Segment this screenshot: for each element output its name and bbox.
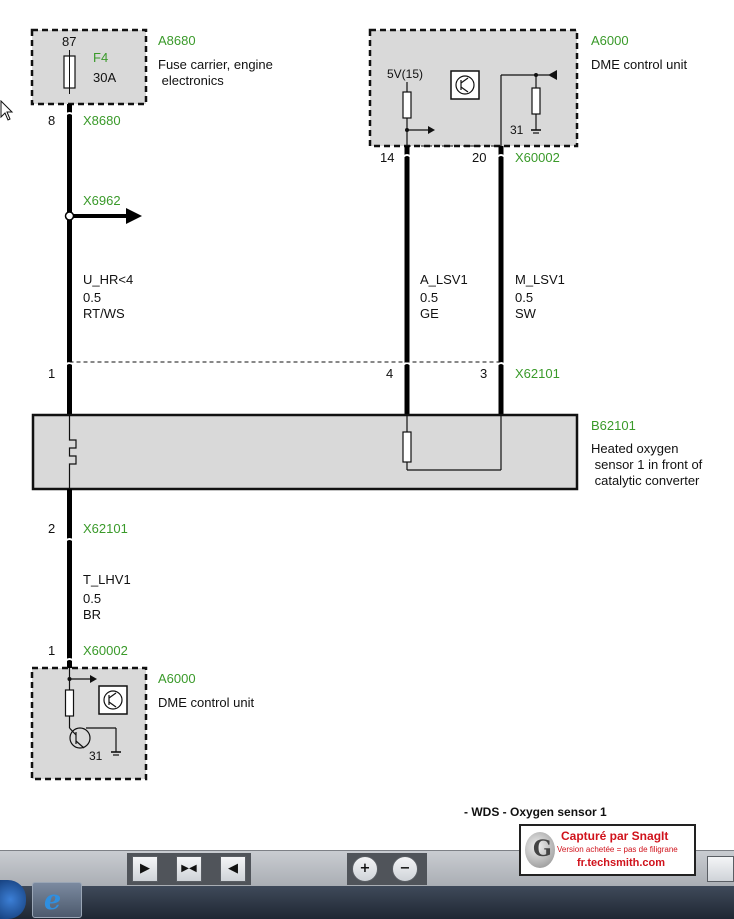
fuse-id: F4 bbox=[93, 50, 108, 65]
dme-top-pin-b: 20 bbox=[472, 150, 486, 165]
wire-4-name: T_LHV1 bbox=[83, 572, 131, 587]
fuse-connector-id: X8680 bbox=[83, 113, 121, 128]
wire-2-color: GE bbox=[420, 306, 439, 321]
sensor-pin-3: 3 bbox=[480, 366, 487, 381]
snagit-logo-icon: G bbox=[525, 832, 555, 868]
mouse-cursor-icon bbox=[0, 100, 14, 121]
windows-taskbar bbox=[0, 886, 734, 919]
scroll-right-button[interactable] bbox=[707, 856, 734, 882]
wire-1-size: 0.5 bbox=[83, 290, 101, 305]
start-button[interactable] bbox=[0, 880, 26, 919]
fuse-out-pin: 8 bbox=[48, 113, 55, 128]
split-view-button[interactable]: ▶◀ bbox=[176, 856, 202, 882]
ie-icon: e bbox=[44, 885, 62, 916]
watermark-line-2: Version achetée = pas de filigrane bbox=[557, 845, 678, 854]
dme-bottom-ground: 31 bbox=[89, 749, 103, 763]
dme-bottom-id: A6000 bbox=[158, 671, 196, 686]
wire-a-lsv1[interactable] bbox=[400, 146, 414, 415]
dme-top-desc: DME control unit bbox=[591, 57, 687, 72]
wire-2-name: A_LSV1 bbox=[420, 272, 468, 287]
dme-top-ground: 31 bbox=[510, 123, 524, 137]
sensor-bottom-connector: X62101 bbox=[83, 521, 128, 536]
sensor-bottom-pin: 2 bbox=[48, 521, 55, 536]
wire-u-hr[interactable] bbox=[62, 104, 77, 415]
wire-3-name: M_LSV1 bbox=[515, 272, 565, 287]
fuse-carrier-id: A8680 bbox=[158, 33, 196, 48]
diagram-title: - WDS - Oxygen sensor 1 bbox=[464, 805, 607, 819]
wire-4-size: 0.5 bbox=[83, 591, 101, 606]
dme-top-id: A6000 bbox=[591, 33, 629, 48]
fuse-carrier-desc-1: Fuse carrier, engine bbox=[158, 57, 273, 72]
wire-m-lsv1[interactable] bbox=[494, 146, 508, 415]
dme-bottom-connector: X60002 bbox=[83, 643, 128, 658]
dme-control-unit-top[interactable] bbox=[368, 28, 579, 148]
fuse-in-pin: 87 bbox=[62, 34, 76, 49]
watermark-line-1: Capturé par SnagIt bbox=[561, 829, 669, 843]
sensor-desc-2: sensor 1 in front of bbox=[591, 457, 703, 472]
dme-top-supply: 5V(15) bbox=[387, 67, 423, 81]
watermark-line-3: fr.techsmith.com bbox=[577, 857, 666, 869]
previous-page-button[interactable]: ◀ bbox=[220, 856, 246, 882]
splice-id: X6962 bbox=[83, 193, 121, 208]
internet-explorer-taskbar-button[interactable]: e bbox=[32, 882, 82, 918]
wire-4-color: BR bbox=[83, 607, 101, 622]
oxygen-sensor[interactable] bbox=[31, 413, 579, 491]
sensor-pin-1: 1 bbox=[48, 366, 55, 381]
wire-1-name: U_HR<4 bbox=[83, 272, 133, 287]
sensor-id: B62101 bbox=[591, 418, 636, 433]
dme-top-connector: X60002 bbox=[515, 150, 560, 165]
sensor-desc-3: catalytic converter bbox=[591, 473, 700, 488]
wire-1-color: RT/WS bbox=[83, 306, 125, 321]
wire-2-size: 0.5 bbox=[420, 290, 438, 305]
wire-3-color: SW bbox=[515, 306, 537, 321]
dme-bottom-pin: 1 bbox=[48, 643, 55, 658]
wiring-diagram: 87 F4 30A A8680 Fuse carrier, engine ele… bbox=[30, 28, 703, 819]
wire-3-size: 0.5 bbox=[515, 290, 533, 305]
sensor-pin-4: 4 bbox=[386, 366, 393, 381]
dme-bottom-desc: DME control unit bbox=[158, 695, 254, 710]
first-page-button[interactable]: ▶ bbox=[132, 856, 158, 882]
sensor-connector-id: X62101 bbox=[515, 366, 560, 381]
sensor-desc-1: Heated oxygen bbox=[591, 441, 678, 456]
wire-t-lhv1[interactable] bbox=[62, 489, 77, 668]
fuse-carrier-desc-2: electronics bbox=[158, 73, 224, 88]
zoom-in-button[interactable]: + bbox=[352, 856, 378, 882]
snagit-watermark: G Capturé par SnagIt Version achetée = p… bbox=[519, 824, 696, 876]
dme-control-unit-bottom[interactable] bbox=[30, 666, 148, 781]
splice-x6962[interactable] bbox=[64, 208, 143, 224]
fuse-rating: 30A bbox=[93, 70, 116, 85]
fuse-carrier[interactable]: 87 F4 30A bbox=[30, 28, 148, 106]
dme-top-pin-a: 14 bbox=[380, 150, 394, 165]
zoom-out-button[interactable]: − bbox=[392, 856, 418, 882]
